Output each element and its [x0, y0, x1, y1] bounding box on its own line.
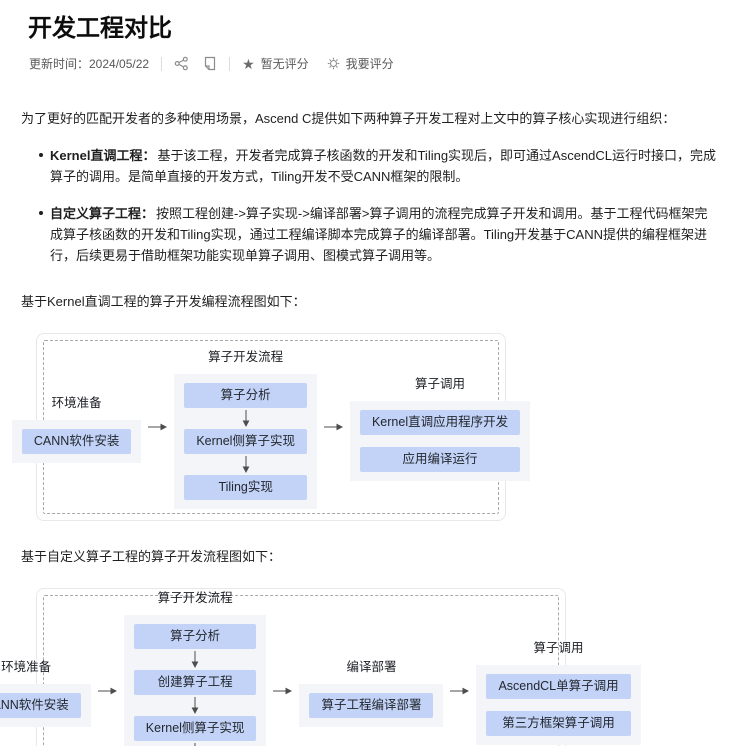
list-item: Kernel直调工程：基于该工程，开发者完成算子核函数的开发和Tiling实现后… [21, 145, 720, 187]
diagram-stage: 编译部署算子工程编译部署 [299, 656, 444, 727]
diagram-kernel-direct-flow: 环境准备 CANN软件安装 算子开发流程算子分析 Kernel侧算子实现 Tiling实… [11, 346, 531, 509]
diagram-stage: 算子调用 AscendCL单算子调用第三方框架算子调用 [476, 637, 641, 745]
diagram-node: 第三方框架算子调用 [486, 711, 631, 736]
arrow-down-icon [190, 650, 200, 668]
rating-status: ★ 暂无评分 [242, 55, 309, 72]
diagram-stage-panel: 算子分析 Kernel侧算子实现 Tiling实现 [174, 373, 317, 509]
rate-action-label: 我要评分 [345, 57, 394, 71]
diagram-node: 应用编译运行 [359, 447, 521, 472]
diagram-stage: 环境准备 CANN软件安装 [11, 392, 142, 463]
diagram-node: Kernel直调应用程序开发 [359, 410, 521, 435]
divider [229, 56, 231, 71]
diagram-stage: 算子调用 Kernel直调应用程序开发应用编译运行 [349, 373, 531, 481]
diagram-stage: 环境准备 CANN软件安装 [0, 656, 91, 727]
diagram-stage-panel: CANN软件安装 [0, 683, 91, 727]
diagram-node: 算子分析 [184, 382, 307, 408]
arrow-right-icon [148, 422, 168, 432]
bullet-text: 按照工程创建->算子实现->编译部署>算子调用的流程完成算子开发和调用。基于工程… [50, 206, 708, 263]
diagram-stage: 算子开发流程算子分析创建算子工程Kernel侧算子实现Host侧算子实现 [123, 587, 267, 746]
diagram-stage-label: 编译部署 [346, 659, 397, 674]
diagram-stage-label: 环境准备 [51, 395, 102, 410]
diagram-stage: 算子开发流程算子分析 Kernel侧算子实现 Tiling实现 [174, 346, 317, 509]
figure-caption: 基于Kernel直调工程的算子开发编程流程图如下： [21, 294, 306, 309]
arrow-right-icon [450, 686, 470, 696]
arrow-down-icon [190, 696, 200, 714]
page-title: 开发工程对比 [28, 15, 172, 42]
diagram-node: Tiling实现 [184, 474, 307, 500]
diagram-custom-op-flow: 环境准备CANN软件安装算子开发流程算子分析创建算子工程Kernel侧算子实现H… [0, 587, 641, 746]
intro-paragraph: 为了更好的匹配开发者的多种使用场景，Ascend C提供如下两种算子开发工程对上… [21, 111, 676, 126]
bullet-lead: 自定义算子工程： [50, 206, 155, 221]
diagram-node: AscendCL单算子调用 [486, 674, 631, 699]
diagram-node: CANN软件安装 [21, 428, 132, 454]
diagram-stage-panel: AscendCL单算子调用第三方框架算子调用 [476, 665, 641, 745]
figure-caption: 基于自定义算子工程的算子开发流程图如下： [21, 549, 282, 564]
diagram-stage-panel: CANN软件安装 [11, 419, 142, 463]
arrow-right-icon [323, 422, 343, 432]
bullet-list: Kernel直调工程：基于该工程，开发者完成算子核函数的开发和Tiling实现后… [21, 145, 720, 266]
diagram-stage-panel: Kernel直调应用程序开发应用编译运行 [349, 401, 531, 481]
list-item: 自定义算子工程：按照工程创建->算子实现->编译部署>算子调用的流程完成算子开发… [21, 203, 720, 266]
divider [161, 56, 163, 71]
bullet-text: 基于该工程，开发者完成算子核函数的开发和Tiling实现后，即可通过Ascend… [50, 148, 717, 184]
arrow-right-icon [273, 686, 293, 696]
diagram-stage-label: 算子开发流程 [157, 590, 233, 605]
document-icon[interactable] [203, 56, 217, 71]
diagram-stage-panel: 算子分析创建算子工程Kernel侧算子实现Host侧算子实现 [123, 614, 267, 746]
diagram-stage-label: 算子调用 [533, 641, 584, 655]
diagram-stage-label: 算子开发流程 [208, 349, 284, 364]
bullet-lead: Kernel直调工程： [50, 148, 156, 163]
diagram-node: CANN软件安装 [0, 692, 81, 718]
share-icon[interactable] [174, 56, 189, 71]
arrow-down-icon [190, 742, 200, 746]
star-icon: ★ [242, 55, 255, 72]
diagram-node: Kernel侧算子实现 [133, 715, 257, 741]
diagram-stage-label: 算子调用 [415, 377, 466, 391]
diagram-stage-panel: 算子工程编译部署 [299, 683, 444, 727]
diagram-node: 算子工程编译部署 [309, 692, 434, 718]
rate-icon [327, 57, 340, 70]
diagram-dashed-frame: 环境准备 CANN软件安装 算子开发流程算子分析 Kernel侧算子实现 Tiling实… [11, 340, 531, 514]
bullet-icon [39, 211, 43, 215]
diagram-node: 算子分析 [133, 623, 257, 649]
diagram-stage-label: 环境准备 [1, 659, 52, 674]
flow-diagram-kernel-direct: 环境准备 CANN软件安装 算子开发流程算子分析 Kernel侧算子实现 Tiling实… [11, 333, 531, 521]
flow-diagram-custom-op: 环境准备CANN软件安装算子开发流程算子分析创建算子工程Kernel侧算子实现H… [0, 588, 641, 746]
meta-row: 更新时间：2024/05/22 ★ 暂无评分 [29, 55, 720, 72]
bullet-icon [39, 153, 43, 157]
diagram-node: 创建算子工程 [133, 669, 257, 695]
diagram-node: Kernel侧算子实现 [184, 428, 307, 454]
arrow-down-icon [241, 455, 251, 473]
arrow-right-icon [97, 686, 117, 696]
rating-status-label: 暂无评分 [260, 57, 309, 71]
diagram-dashed-frame: 环境准备CANN软件安装算子开发流程算子分析创建算子工程Kernel侧算子实现H… [0, 591, 641, 746]
arrow-down-icon [241, 409, 251, 427]
rate-action[interactable]: 我要评分 [327, 55, 394, 72]
updated-timestamp: 更新时间：2024/05/22 [29, 57, 150, 71]
